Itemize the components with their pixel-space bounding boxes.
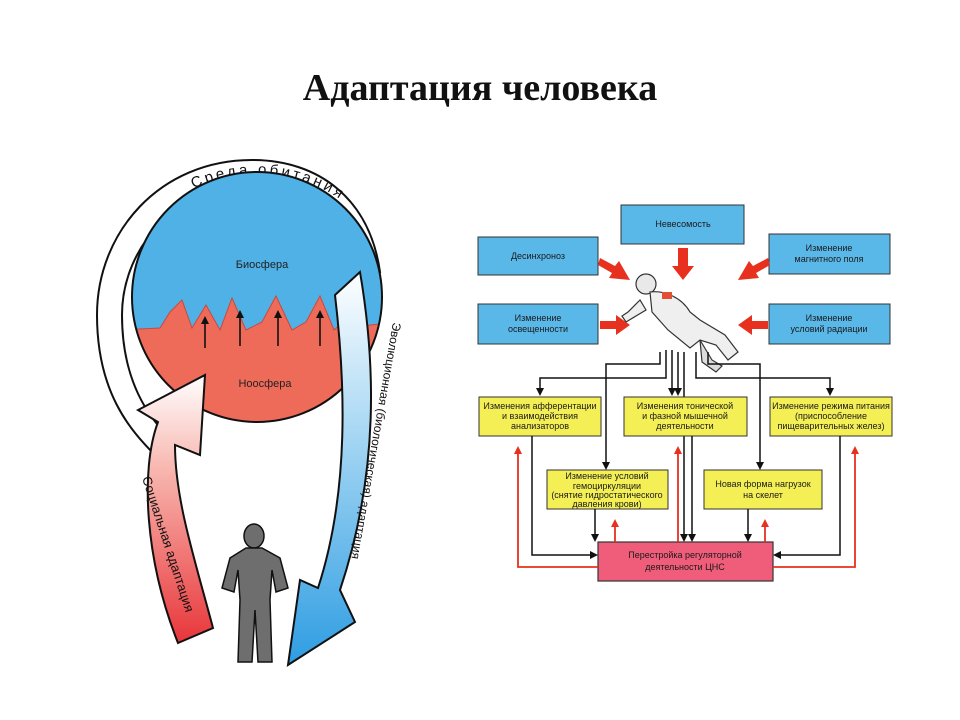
afferentation-line: и взаимодействия	[502, 411, 578, 421]
weightlessness-text: Невесомость	[655, 219, 711, 229]
connector-lines	[536, 350, 834, 542]
effect-box-muscle-activity: Изменения тонической и фазной мышечной д…	[623, 396, 748, 437]
feedback-arrows	[514, 446, 859, 568]
nutrition-line: пищеварительных желез)	[778, 421, 885, 431]
hemocirculation-line: гемоциркуляции	[573, 481, 641, 491]
effect-box-afferentation: Изменения афферентации и взаимодействия …	[478, 396, 602, 437]
effect-box-hemocirculation: Изменение условий гемоциркуляции (снятие…	[546, 469, 669, 510]
muscle-activity-line: и фазной мышечной	[642, 411, 728, 421]
effect-box-skeleton-load: Новая форма нагрузок на скелет	[703, 469, 823, 510]
factor-box-desynchronosis: Десинхроноз	[477, 236, 599, 276]
magnetic-field-line: магнитного поля	[795, 254, 864, 264]
muscle-activity-line: деятельности	[656, 421, 713, 431]
skeleton-load-line: Новая форма нагрузок	[715, 479, 810, 489]
muscle-activity-line: Изменения тонической	[637, 401, 733, 411]
nutrition-line: Изменение режима питания	[772, 401, 890, 411]
afferentation-line: Изменения афферентации	[483, 401, 596, 411]
social-adaptation-arrow	[135, 373, 215, 645]
factor-box-weightlessness: Невесомость	[620, 204, 745, 245]
factor-box-lighting: Изменение освещенности	[477, 303, 599, 345]
skeleton-load-line: на скелет	[743, 490, 783, 500]
evolutionary-adaptation-arrow	[286, 270, 373, 668]
hemocirculation-line: Изменение условий	[565, 471, 648, 481]
effect-box-nutrition: Изменение режима питания (приспособление…	[769, 396, 893, 437]
hemocirculation-line: (снятие гидростатического	[551, 490, 662, 500]
cns-inputs	[531, 436, 841, 559]
cns-line: Перестройка регуляторной	[628, 550, 742, 560]
nutrition-line: (приспособление	[795, 411, 867, 421]
radiation-line: Изменение	[806, 313, 853, 323]
biosphere-label: Биосфера	[236, 259, 289, 271]
sphere-outline	[131, 171, 383, 423]
afferentation-line: анализаторов	[511, 421, 569, 431]
factor-box-magnetic-field: Изменение магнитного поля	[768, 233, 891, 275]
magnetic-field-line: Изменение	[806, 243, 853, 253]
lighting-line: Изменение	[515, 313, 562, 323]
factor-arrow	[738, 258, 770, 280]
cns-box: Перестройка регуляторной деятельности ЦН…	[597, 541, 774, 582]
hemocirculation-line: давления крови)	[572, 499, 641, 509]
right-diagram: Невесомость Десинхроноз Изменение магнит…	[477, 204, 893, 582]
factor-arrow	[672, 248, 694, 280]
factor-box-radiation: Изменение условий радиации	[768, 303, 891, 345]
radiation-line: условий радиации	[790, 324, 867, 334]
cns-line: деятельности ЦНС	[645, 562, 725, 572]
human-figure-icon	[221, 523, 289, 663]
growth-arrows	[201, 310, 324, 348]
lighting-line: освещенности	[508, 324, 568, 334]
noosphere-label: Ноосфера	[238, 378, 292, 390]
factor-arrow	[600, 315, 630, 335]
page-title: Адаптация человека	[302, 67, 658, 109]
left-diagram: Среда обитания Биосфера Ноосфера Социаль…	[95, 158, 404, 668]
factor-arrows	[598, 248, 770, 335]
factor-arrow	[738, 315, 768, 335]
cosmonaut-icon	[621, 273, 739, 373]
factor-arrow	[598, 258, 630, 280]
desynchronosis-text: Десинхроноз	[511, 251, 565, 261]
